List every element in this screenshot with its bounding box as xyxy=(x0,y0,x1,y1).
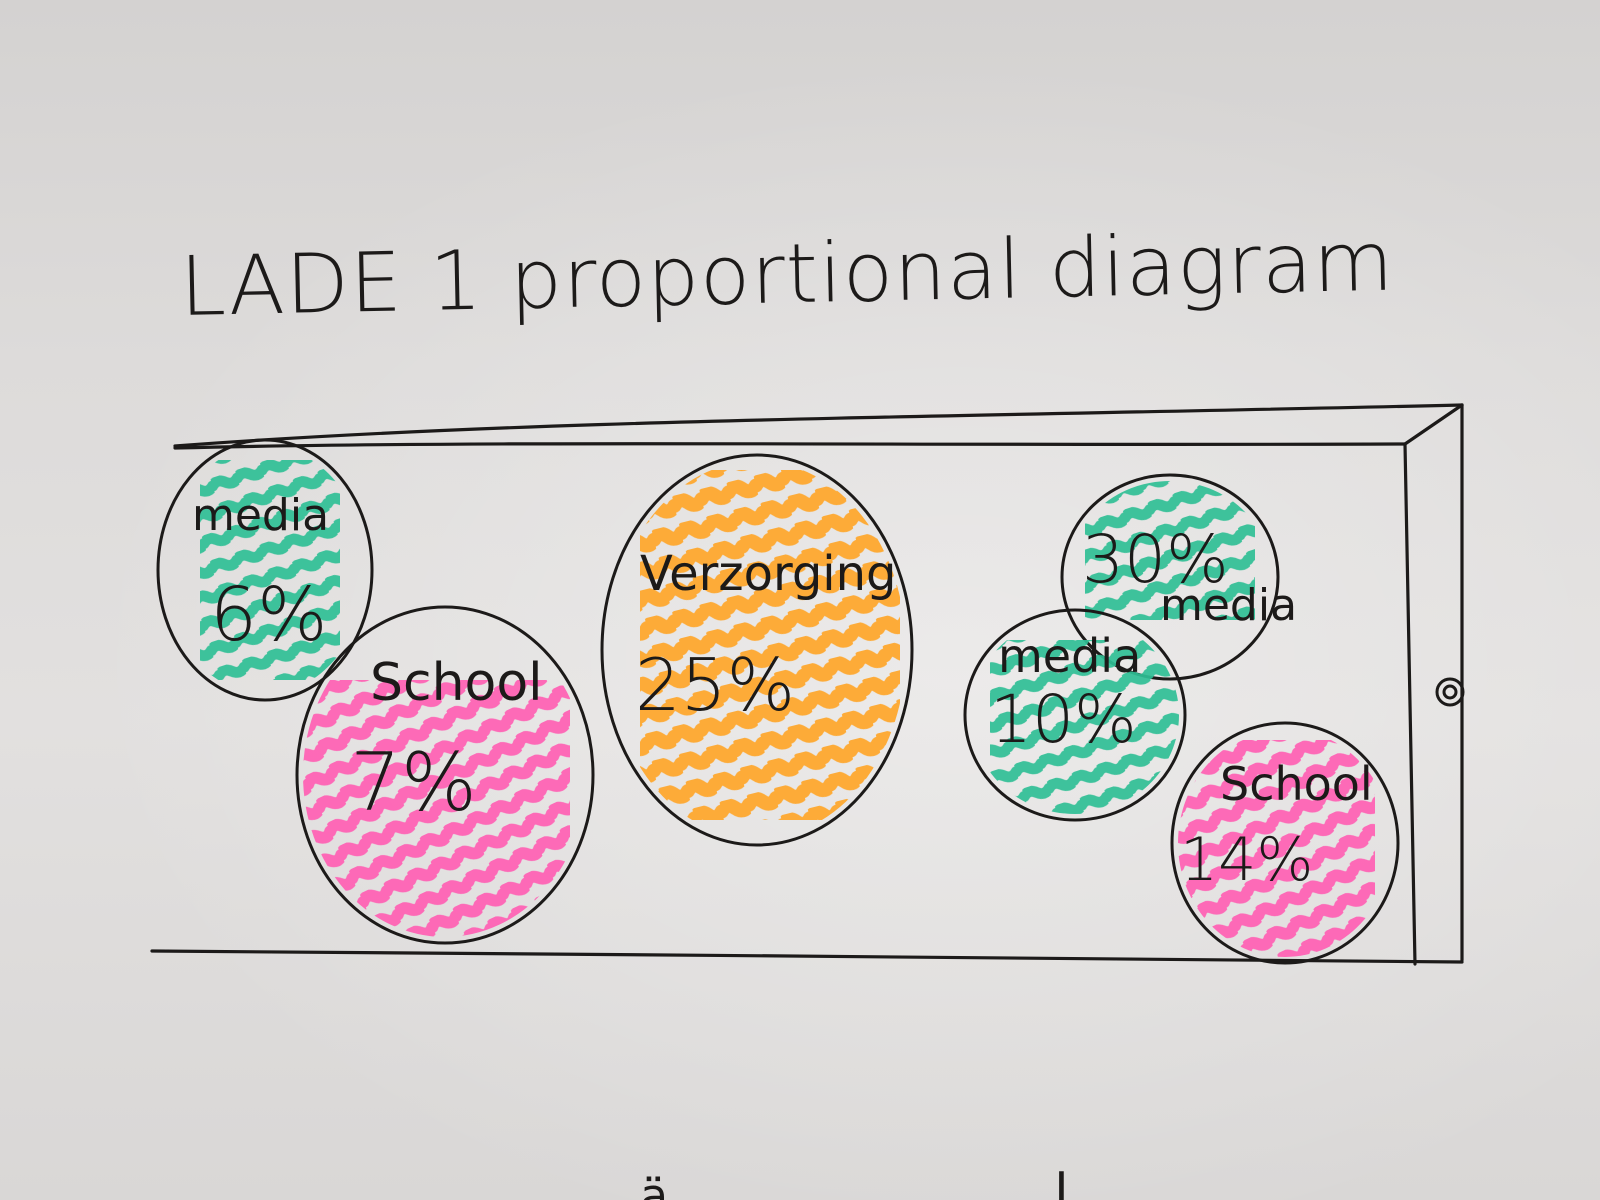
bubble-scribble-fill xyxy=(200,460,340,680)
bubble-label: Verzorging xyxy=(640,546,897,602)
bubble-value: 7% xyxy=(350,736,477,829)
bubble-layer: media6%School7%Verzorging25%media30%medi… xyxy=(156,438,1400,965)
bubble-scribble-fill xyxy=(1085,481,1255,620)
drawer-back-edge xyxy=(173,403,1464,448)
bubble-verzorging-25: Verzorging 25% xyxy=(600,453,914,847)
bubble-outline xyxy=(963,608,1187,822)
bubble-outline xyxy=(156,438,374,702)
bubble-school-7: School 7% xyxy=(295,605,595,945)
drawer-knob-icon xyxy=(1435,677,1465,707)
drawer-corner xyxy=(1403,403,1464,446)
bubble-media-6: media 6% xyxy=(156,438,374,702)
bubble-scribble-fill xyxy=(640,470,900,820)
bubble-label: School xyxy=(1220,757,1373,811)
bubble-label: media xyxy=(998,629,1141,683)
bubble-label: media xyxy=(192,490,329,541)
drawer-right-front xyxy=(1403,442,1417,966)
bubble-outline xyxy=(1170,721,1400,965)
bubble-label: School xyxy=(370,653,543,713)
bubble-value: 25% xyxy=(635,643,795,727)
bubble-value: 14% xyxy=(1180,825,1313,895)
bottom-stroke-right: | xyxy=(1052,1163,1071,1200)
drawer-top-edge xyxy=(173,442,1407,450)
bubble-scribble-fill xyxy=(990,640,1179,814)
bubble-school-14: School 14% xyxy=(1170,721,1400,965)
bottom-stroke-left: ä xyxy=(640,1169,668,1200)
bubble-value: 30% xyxy=(1082,521,1229,598)
bubble-value: 6% xyxy=(210,572,327,658)
bubble-label: media xyxy=(1160,580,1297,631)
bubble-outline xyxy=(295,605,595,945)
bubble-outline xyxy=(600,453,914,847)
bubble-scribble-fill xyxy=(1178,740,1375,957)
bubble-value: 10% xyxy=(990,681,1137,758)
